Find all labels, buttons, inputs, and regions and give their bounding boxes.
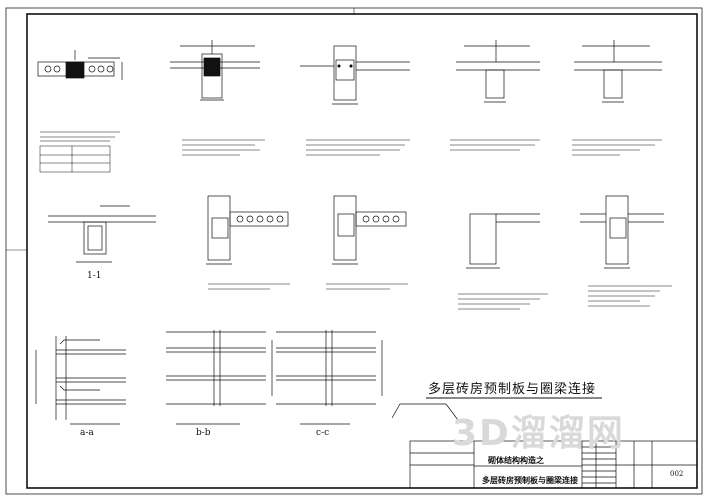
title-block-frame	[409, 440, 698, 489]
detail-9	[580, 195, 664, 269]
plan-b-b	[166, 330, 273, 425]
detail-5	[574, 40, 662, 103]
title-block-sheet-no: 002	[670, 470, 684, 478]
detail-hollow-slab	[37, 50, 123, 80]
watermark-logo: 3D溜溜网	[452, 413, 625, 454]
section-label-1-1: 1-1	[87, 271, 102, 281]
notes-row2	[208, 283, 672, 310]
detail-7	[332, 195, 407, 265]
plan-a-a	[35, 336, 126, 425]
detail-3	[300, 45, 410, 105]
detail-1-1	[48, 205, 156, 263]
plan-c-c	[276, 330, 459, 425]
section-label-a-a: a-a	[80, 428, 94, 438]
inner-frame	[26, 13, 698, 489]
drawing-main-title: 多层砖房预制板与圈梁连接	[428, 382, 597, 397]
section-label-b-b: b-b	[196, 428, 211, 438]
notes-row1	[39, 131, 662, 173]
section-label-c-c: c-c	[316, 428, 330, 438]
detail-4	[456, 40, 540, 103]
detail-6	[206, 195, 289, 265]
title-block-title-line1: 砌体结构构造之	[488, 455, 544, 465]
detail-2	[170, 40, 260, 101]
title-block-title-line2: 多层砖房预制板与圈梁连接	[482, 475, 578, 485]
detail-8	[466, 213, 540, 269]
